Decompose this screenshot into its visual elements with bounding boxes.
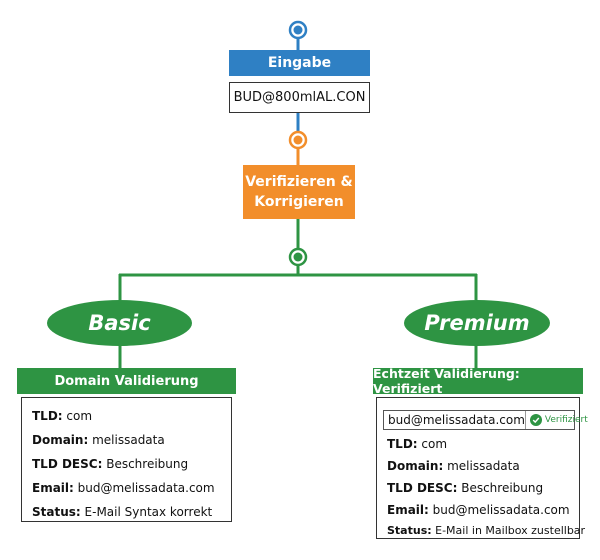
premium-row-domain: Domain: melissadata [387,459,520,473]
premium-header: Echtzeit Validierung: Verifiziert [373,366,583,396]
premium-row-status: Status: E-Mail in Mailbox zustellbar [387,524,586,537]
input-value-box: BUD@800mlAL.CON [229,82,370,113]
premium-row-tld-desc: TLD DESC: Beschreibung [387,481,544,495]
check-circle-icon [529,414,542,426]
basic-row-domain: Domain: melissadata [32,433,165,447]
premium-row-email: Email: bud@melissadata.com [387,503,570,517]
verify-correct-box: Verifizieren & Korrigieren [243,165,355,219]
connector-node-icon [288,130,308,150]
basic-row-status: Status: E-Mail Syntax korrekt [32,505,213,519]
connector-node-icon [288,20,308,40]
verify-line-2: Korrigieren [254,194,344,210]
verify-line-1: Verifizieren & [245,174,353,190]
basic-row-email: Email: bud@melissadata.com [32,481,215,495]
input-header: Eingabe [229,50,370,76]
premium-email-field: bud@melissadata.com Verifiziert [383,410,588,430]
premium-ellipse: Premium [404,300,550,346]
premium-details-panel: bud@melissadata.com Verifiziert TLD: com… [376,397,588,539]
premium-row-tld: TLD: com [387,437,448,451]
connector-node-icon [288,247,308,267]
verified-badge-label: Verifiziert [544,415,588,425]
basic-row-tld-desc: TLD DESC: Beschreibung [32,457,189,471]
premium-email-text: bud@melissadata.com [388,413,525,427]
basic-header: Domain Validierung [17,368,236,394]
verified-badge: Verifiziert [524,411,592,429]
basic-details-panel: TLD: com Domain: melissadata TLD DESC: B… [21,397,232,522]
basic-row-tld: TLD: com [32,409,93,423]
basic-ellipse: Basic [47,300,192,346]
